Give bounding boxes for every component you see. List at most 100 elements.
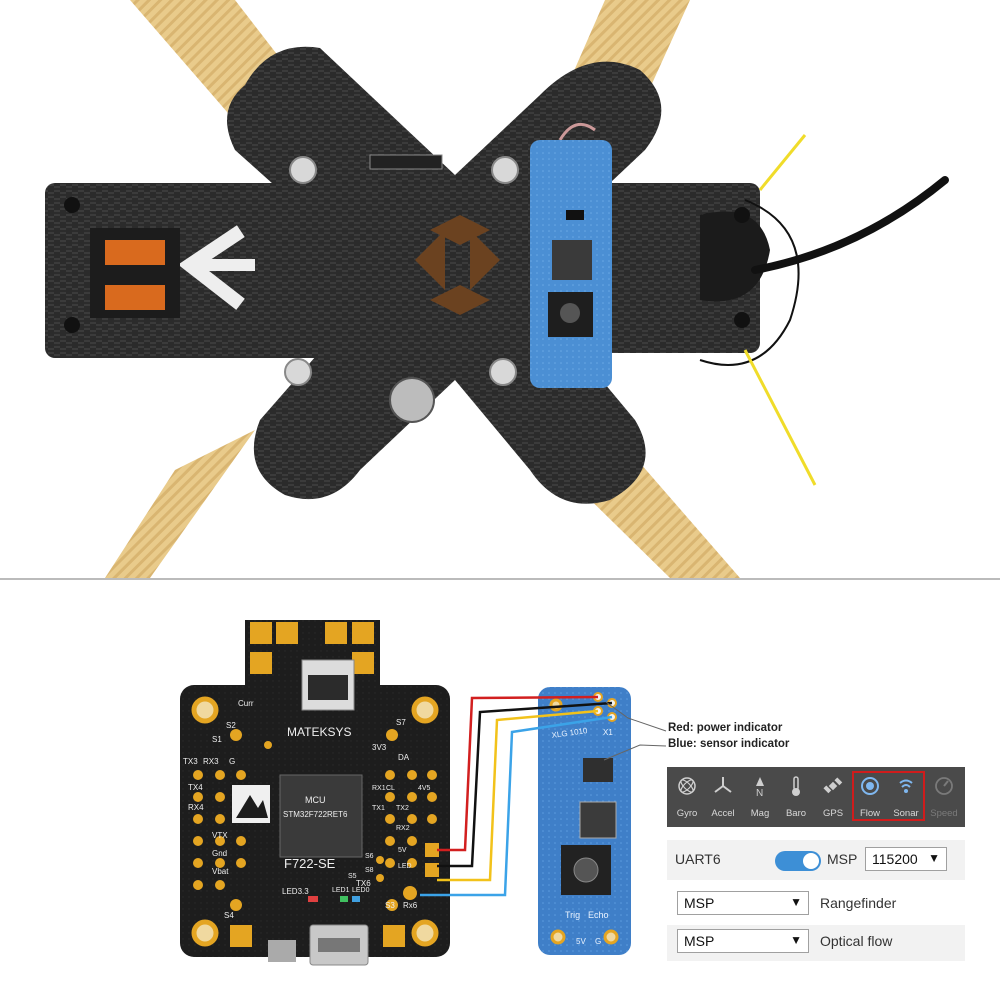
sensor-baro-label: Baro bbox=[785, 808, 807, 819]
pad-label-s7: S7 bbox=[396, 718, 406, 727]
pad-label-tx3: TX3 bbox=[183, 757, 198, 766]
msp-toggle[interactable] bbox=[775, 851, 821, 871]
sensor-board-g-label: G bbox=[595, 937, 601, 946]
wires bbox=[420, 695, 613, 897]
fc-brand-label: MATEKSYS bbox=[287, 725, 351, 739]
pad-label-led: LED bbox=[398, 863, 412, 870]
optical-flow-select-value: MSP bbox=[684, 933, 715, 949]
mcu-part-label: STM32F722RET6 bbox=[283, 810, 348, 819]
gps-icon bbox=[823, 777, 843, 794]
speed-icon bbox=[935, 777, 953, 795]
sensor-gyro-label: Gyro bbox=[676, 808, 698, 819]
sensor-sonar-label: Sonar bbox=[893, 808, 919, 819]
flow-sensor-board-mounted bbox=[530, 122, 612, 388]
flight-controller-board: MATEKSYS MCU STM32F722RET6 F722-SE Curr … bbox=[180, 620, 450, 966]
sensor-flow-label: Flow bbox=[859, 808, 881, 819]
sensor-gps-label: GPS bbox=[822, 808, 844, 819]
msp-label: MSP bbox=[827, 851, 858, 867]
sonar-icon bbox=[899, 779, 913, 793]
pad-label-tx2: TX2 bbox=[396, 805, 409, 812]
sensor-speed-label: Speed bbox=[930, 808, 958, 819]
pad-label-gnd: Gnd bbox=[212, 849, 227, 858]
pad-label-s1: S1 bbox=[212, 735, 222, 744]
sensor-gps: GPS bbox=[815, 767, 851, 827]
sensor-board-x1-label: X1 bbox=[603, 728, 613, 737]
section-divider bbox=[0, 578, 1000, 580]
yellow-wire bbox=[437, 709, 599, 882]
pad-label-4v5: 4V5 bbox=[418, 785, 431, 792]
pad-label-s5: S5 bbox=[348, 873, 357, 880]
pad-label-s4: S4 bbox=[224, 911, 234, 920]
sensor-gyro: Gyro bbox=[669, 767, 705, 827]
mag-icon: N bbox=[756, 777, 764, 797]
blue-wire bbox=[420, 715, 613, 897]
fc-model-label: F722-SE bbox=[284, 856, 336, 871]
sensor-board-5v-label: 5V bbox=[576, 937, 586, 946]
pad-label-vtx: VTX bbox=[212, 831, 228, 840]
pad-label-tx4: TX4 bbox=[188, 783, 203, 792]
sensor-board-echo-label: Echo bbox=[588, 910, 609, 920]
optical-flow-label: Optical flow bbox=[820, 933, 893, 949]
flow-sensor-board: XLG 1010 X1 Trig Echo 5V G bbox=[538, 687, 631, 955]
pad-label-curr: Curr bbox=[238, 699, 254, 708]
sensor-accel: Accel bbox=[705, 767, 741, 827]
pad-label-tx6: TX6 bbox=[356, 879, 371, 888]
pad-label-rx4: RX4 bbox=[188, 803, 204, 812]
pad-label-led0: LED0 bbox=[352, 887, 370, 894]
sensor-mag: N Mag bbox=[742, 767, 778, 827]
pad-label-s6: S6 bbox=[365, 853, 374, 860]
sensor-accel-label: Accel bbox=[711, 808, 735, 819]
sensor-status-bar: Gyro Accel N Mag Baro GPS Flow bbox=[667, 767, 965, 827]
rangefinder-row: MSP ▼ Rangefinder bbox=[667, 887, 965, 923]
rangefinder-label: Rangefinder bbox=[820, 895, 897, 911]
drone-frame-photo bbox=[45, 0, 949, 578]
wiring-diagram: MATEKSYS MCU STM32F722RET6 F722-SE Curr … bbox=[180, 620, 667, 966]
toggle-knob bbox=[803, 853, 819, 869]
pad-label-s8: S8 bbox=[365, 867, 374, 874]
uart-port-label: UART6 bbox=[675, 851, 721, 867]
pad-label-led33: LED3.3 bbox=[282, 887, 309, 896]
pad-label-da: DA bbox=[398, 753, 410, 762]
chevron-down-icon: ▼ bbox=[790, 895, 802, 909]
pad-label-rx2: RX2 bbox=[396, 825, 410, 832]
pad-label-s2: S2 bbox=[226, 721, 236, 730]
sensor-sonar: Sonar bbox=[888, 767, 924, 827]
pad-label-5v: 5V bbox=[398, 847, 407, 854]
rangefinder-select-value: MSP bbox=[684, 895, 715, 911]
pad-label-g: G bbox=[229, 757, 235, 766]
pad-label-rx6: Rx6 bbox=[403, 901, 418, 910]
accel-icon bbox=[714, 777, 732, 793]
gyro-icon bbox=[678, 777, 696, 795]
optical-flow-select[interactable]: MSP ▼ bbox=[677, 929, 809, 953]
pad-label-tx1: TX1 bbox=[372, 805, 385, 812]
optical-flow-row: MSP ▼ Optical flow bbox=[667, 925, 965, 961]
mag-icon-glyph: N bbox=[756, 788, 763, 797]
pad-label-vbat: Vbat bbox=[212, 867, 229, 876]
sensor-flow: Flow bbox=[852, 767, 888, 827]
sensor-indicator-note: Blue: sensor indicator bbox=[668, 738, 790, 750]
chevron-down-icon: ▼ bbox=[928, 851, 940, 865]
pad-label-rx1: RX1 bbox=[372, 785, 386, 792]
power-indicator-note: Red: power indicator bbox=[668, 722, 783, 734]
baro-icon bbox=[792, 776, 800, 796]
red-wire bbox=[437, 695, 599, 852]
rangefinder-select[interactable]: MSP ▼ bbox=[677, 891, 809, 915]
sensor-baro: Baro bbox=[778, 767, 814, 827]
sensor-speed: Speed bbox=[926, 767, 962, 827]
mcu-label: MCU bbox=[305, 795, 326, 805]
black-wire bbox=[437, 701, 613, 868]
pad-label-cl: CL bbox=[386, 785, 395, 792]
uart-port-row: UART6 MSP 115200 ▼ bbox=[667, 840, 965, 880]
chevron-down-icon: ▼ bbox=[790, 933, 802, 947]
pad-label-3v3: 3V3 bbox=[372, 743, 387, 752]
sensor-board-trig-label: Trig bbox=[565, 910, 580, 920]
frame-screws bbox=[284, 156, 519, 386]
pad-label-rx3: RX3 bbox=[203, 757, 219, 766]
flow-icon bbox=[861, 777, 879, 795]
flow-sonar-highlight-box bbox=[852, 771, 925, 821]
baud-rate-value: 115200 bbox=[872, 851, 918, 867]
baud-rate-select[interactable]: 115200 ▼ bbox=[865, 847, 947, 871]
pad-label-s3: S3 bbox=[385, 901, 395, 910]
sensor-mag-label: Mag bbox=[750, 808, 770, 819]
pad-label-led1: LED1 bbox=[332, 887, 350, 894]
